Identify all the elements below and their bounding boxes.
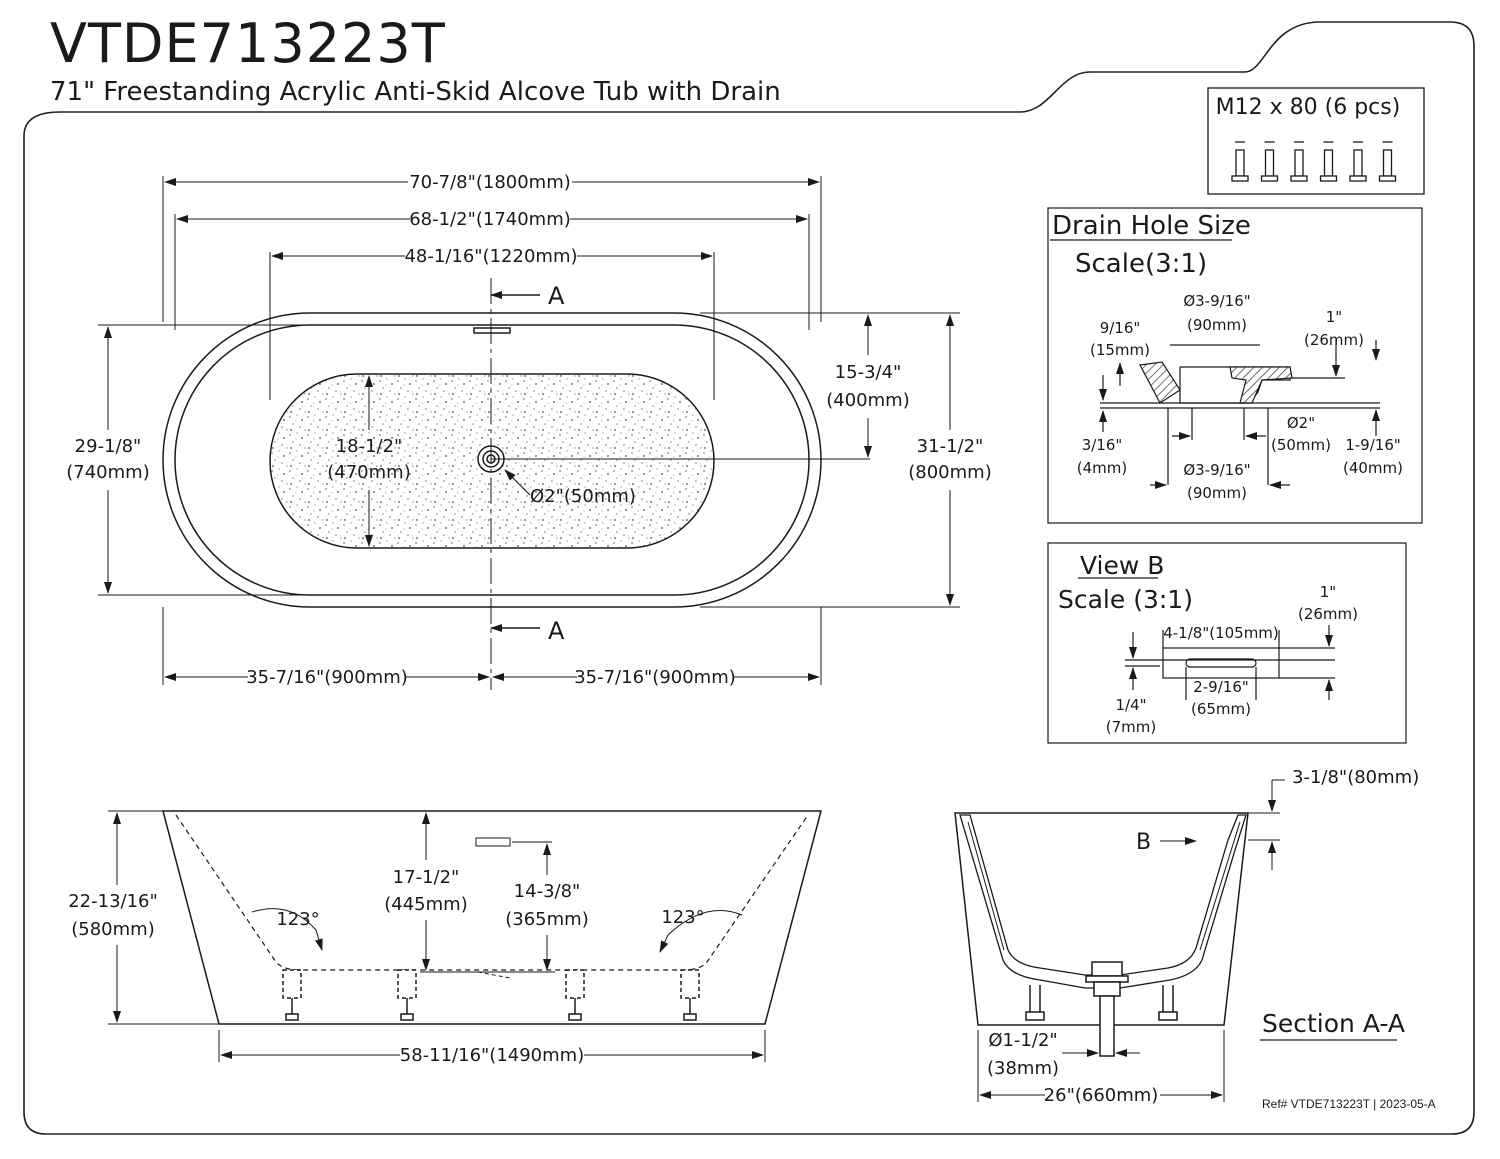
drain-hole-dia-in: Ø2" — [1287, 414, 1315, 432]
dim-base-length: 58-11/16"(1490mm) — [400, 1045, 584, 1066]
drain-hole-scale: Scale(3:1) — [1075, 249, 1207, 279]
dim-floor-width-in: 18-1/2" — [336, 436, 403, 457]
side-view — [108, 810, 822, 1062]
view-b-height-mm: (26mm) — [1298, 605, 1358, 623]
drain-height-mm: (26mm) — [1304, 331, 1364, 349]
overflow-slot — [473, 327, 511, 334]
view-b-panel — [1047, 542, 1407, 744]
drain-hole-panel — [1047, 207, 1423, 524]
bolt-icon — [1378, 141, 1397, 182]
dim-height-in: 22-13/16" — [68, 891, 158, 912]
dim-height-mm: (580mm) — [71, 919, 154, 940]
tub-inner-rim — [174, 324, 810, 596]
dim-overall-length: 70-7/8"(1800mm) — [409, 172, 571, 193]
view-b-labels: View B Scale (3:1) 4-1/8"(105mm) 1" (26m… — [1058, 551, 1358, 736]
leg-icon — [397, 969, 417, 1021]
product-subtitle: 71" Freestanding Acrylic Anti-Skid Alcov… — [50, 77, 781, 107]
hardware-label: M12 x 80 (6 pcs) — [1216, 95, 1401, 120]
view-b-slot-in: 2-9/16" — [1193, 678, 1249, 696]
dim-overflow-in: 14-3/8" — [514, 881, 581, 902]
dim-floor-length: 48-1/16"(1220mm) — [404, 246, 577, 267]
dim-overall-width-mm: (800mm) — [908, 462, 991, 483]
dim-floor-width-mm: (470mm) — [327, 462, 410, 483]
leg-icon — [565, 969, 585, 1021]
dim-inner-width-mm: (740mm) — [66, 462, 149, 483]
view-b-thick-mm: (7mm) — [1106, 718, 1156, 736]
dim-half-left: 35-7/16"(900mm) — [246, 667, 408, 688]
dim-overflow-mm: (365mm) — [505, 909, 588, 930]
reference-footer: Ref# VTDE713223T | 2023-05-A — [1262, 1097, 1436, 1111]
view-b-title: View B — [1080, 551, 1164, 580]
view-b-marker: B — [1136, 830, 1151, 855]
bolt-icon — [1231, 141, 1249, 182]
dim-drain-dia: Ø2"(50mm) — [530, 486, 636, 507]
bolt-icon — [1349, 141, 1367, 182]
dim-rim: 3-1/8"(80mm) — [1292, 767, 1419, 788]
drain-thin-mm: (4mm) — [1077, 459, 1127, 477]
dim-inner-length: 68-1/2"(1740mm) — [409, 209, 571, 230]
drain-hole-labels: Drain Hole Size Scale(3:1) Ø3-9/16" (90m… — [1052, 211, 1403, 502]
section-marker-top: A — [548, 282, 565, 310]
drain-lip-mm: (15mm) — [1090, 341, 1150, 359]
view-b-slot-len: 4-1/8"(105mm) — [1163, 624, 1279, 642]
drain-bottom-dia-in: Ø3-9/16" — [1183, 461, 1250, 479]
drain-hole-dia-mm: (50mm) — [1271, 436, 1331, 454]
drain-bottom-dia-mm: (90mm) — [1187, 484, 1247, 502]
dim-inner-depth-mm: (445mm) — [384, 894, 467, 915]
drain-flange-in: 1-9/16" — [1345, 436, 1401, 454]
drain-flange-mm: (40mm) — [1343, 459, 1403, 477]
bolt-icon — [1260, 141, 1279, 182]
section-marker-bottom: A — [548, 617, 565, 645]
dim-drain-pipe-in: Ø1-1/2" — [988, 1030, 1057, 1051]
drain-height-in: 1" — [1326, 308, 1342, 326]
leg-icon — [680, 969, 700, 1021]
drain-top-dia-in: Ø3-9/16" — [1183, 292, 1250, 310]
dim-inner-width-in: 29-1/8" — [75, 436, 142, 457]
side-view-outline — [162, 810, 822, 1025]
view-b-scale: Scale (3:1) — [1058, 585, 1193, 614]
bolt-icon — [1290, 141, 1308, 182]
dim-drain-offset-mm: (400mm) — [826, 390, 909, 411]
view-b-thick-in: 1/4" — [1115, 696, 1146, 714]
view-b-slot-mm: (65mm) — [1191, 700, 1251, 718]
side-view-labels: 22-13/16" (580mm) 17-1/2" (445mm) 14-3/8… — [68, 867, 704, 1066]
angle-left: 123° — [276, 909, 319, 930]
section-title: Section A-A — [1262, 1009, 1405, 1038]
drain-thin-in: 3/16" — [1082, 436, 1123, 454]
dim-drain-offset-in: 15-3/4" — [835, 362, 902, 383]
sheet-border — [23, 21, 1475, 1135]
dim-drain-pipe-mm: (38mm) — [987, 1058, 1059, 1079]
section-labels: 3-1/8"(80mm) B Ø1-1/2" (38mm) 26"(660mm)… — [987, 767, 1419, 1106]
drain-hole-title: Drain Hole Size — [1052, 211, 1251, 241]
section-inner-shell — [959, 814, 1247, 989]
hardware-box — [1207, 87, 1425, 195]
drain-top-dia-mm: (90mm) — [1187, 316, 1247, 334]
dim-inner-depth-in: 17-1/2" — [393, 867, 460, 888]
leg-icon — [282, 969, 302, 1021]
model-title: VTDE713223T — [50, 12, 446, 75]
dim-overall-width-in: 31-1/2" — [917, 436, 984, 457]
drain-lip-in: 9/16" — [1100, 319, 1141, 337]
top-view-labels: 70-7/8"(1800mm) 68-1/2"(1740mm) 48-1/16"… — [66, 172, 991, 688]
view-b-height-in: 1" — [1320, 583, 1336, 601]
bolt-icon — [1319, 141, 1338, 182]
dim-base-width: 26"(660mm) — [1044, 1085, 1159, 1106]
dim-half-right: 35-7/16"(900mm) — [574, 667, 736, 688]
top-view — [98, 176, 960, 690]
section-view — [954, 779, 1397, 1102]
angle-right: 123° — [661, 907, 704, 928]
